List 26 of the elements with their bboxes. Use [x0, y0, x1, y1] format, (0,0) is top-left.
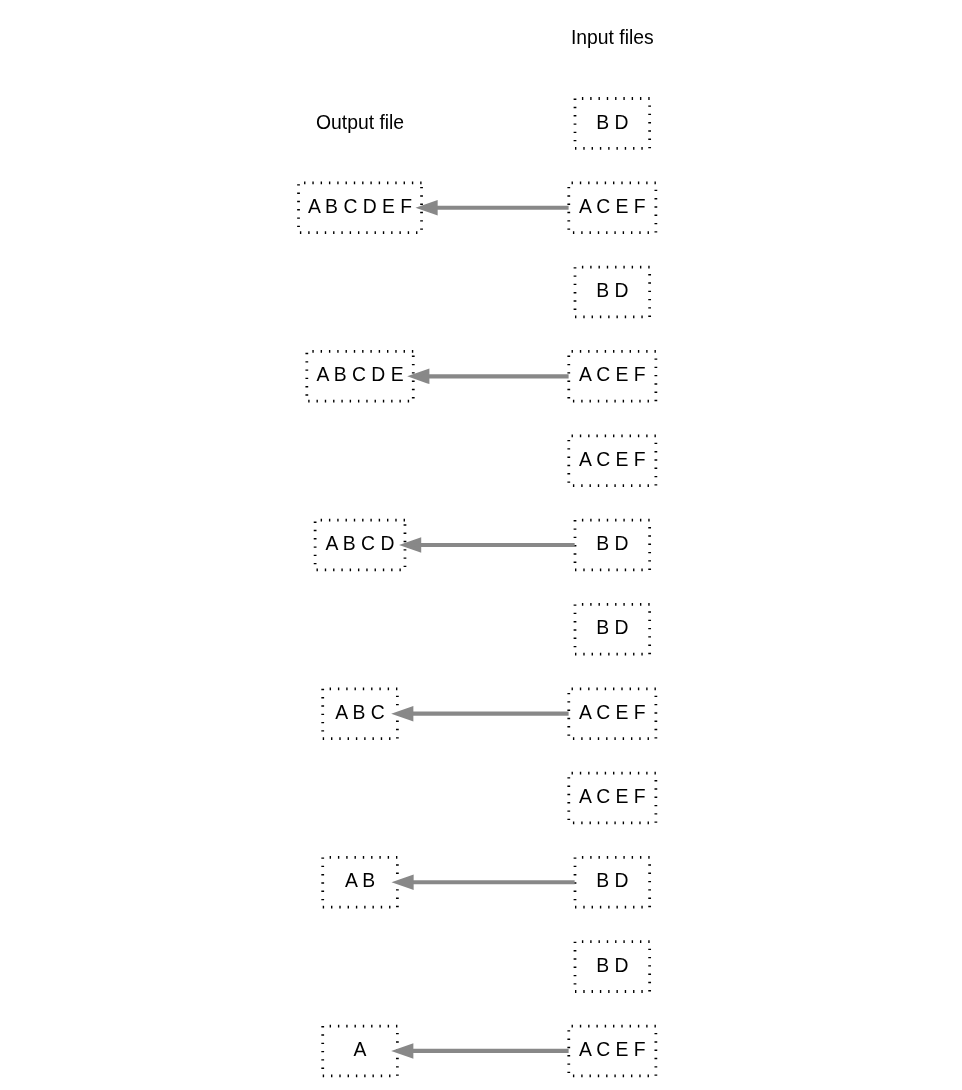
- arrow: [391, 1043, 569, 1059]
- arrow: [391, 874, 575, 891]
- node-box: A C E F: [567, 350, 658, 403]
- arrow: [415, 199, 569, 216]
- label: Output file: [315, 110, 405, 133]
- node-box: B D: [573, 518, 652, 572]
- node-box: A C E F: [567, 434, 658, 487]
- node-box: B D: [573, 603, 652, 656]
- node-box: B D: [573, 856, 652, 909]
- label: Input files: [570, 26, 654, 49]
- arrow: [399, 537, 575, 553]
- node-box: A B C: [321, 687, 399, 740]
- node-box: A B C D E: [305, 350, 415, 403]
- node-box: B D: [573, 265, 652, 319]
- node-box: A C E F: [567, 1024, 658, 1078]
- arrow: [391, 705, 569, 722]
- node-box: A B: [321, 856, 399, 909]
- node-box: B D: [573, 97, 652, 150]
- arrow: [407, 368, 569, 385]
- node-box: A: [321, 1024, 399, 1078]
- node-box: B D: [573, 940, 652, 993]
- node-box: A B C D E F: [297, 181, 423, 234]
- node-box: A C E F: [567, 181, 658, 234]
- node-box: A B C D: [313, 518, 407, 572]
- node-box: A C E F: [567, 687, 658, 740]
- node-box: A C E F: [567, 771, 658, 825]
